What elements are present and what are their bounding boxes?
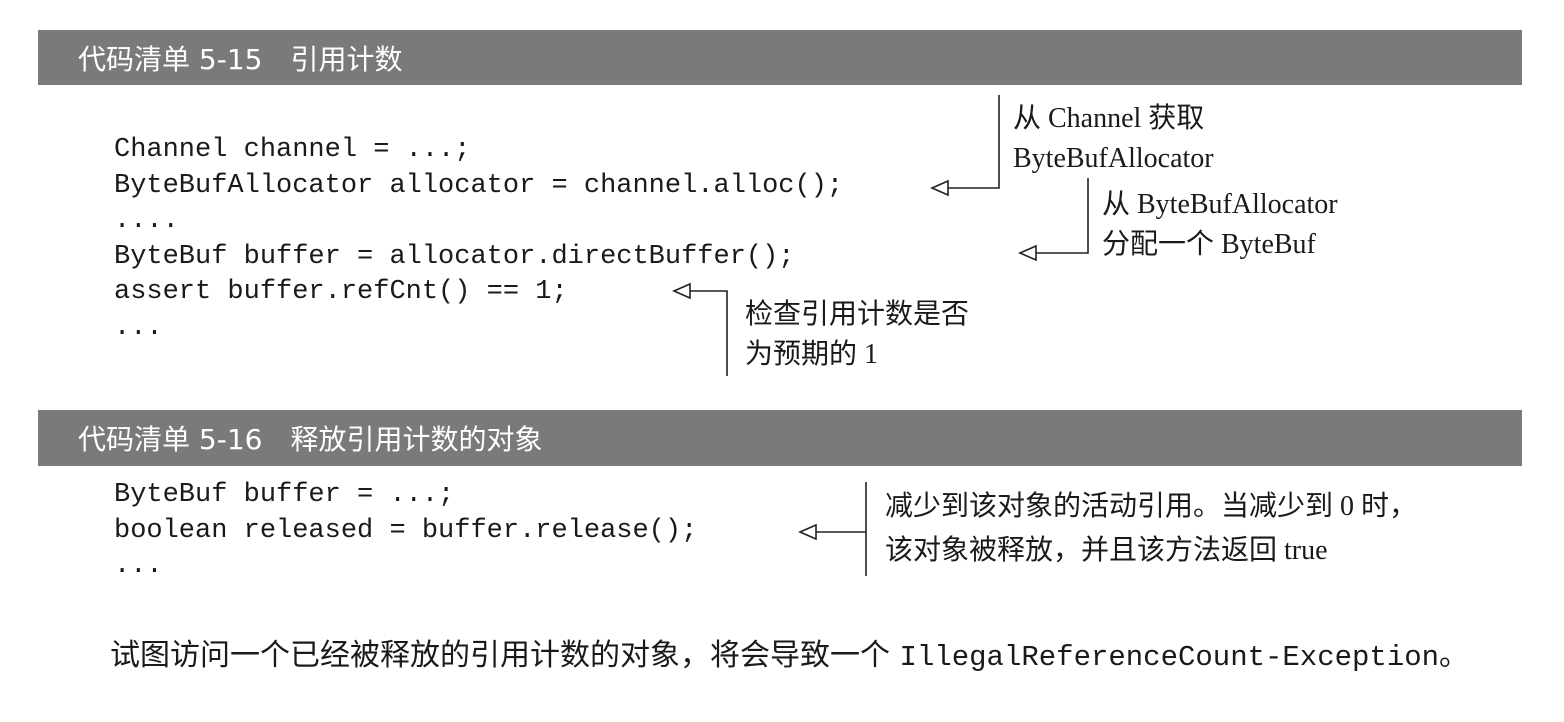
annotation-line: 为预期的 1	[745, 339, 879, 370]
code-line: assert buffer.refCnt() == 1;	[114, 277, 568, 307]
exception-name: IllegalReferenceCount-Exception	[899, 641, 1440, 674]
callout-line-1	[948, 95, 1000, 189]
arrow-head-icon	[930, 179, 949, 197]
code-line: ByteBufAllocator allocator = channel.all…	[114, 170, 844, 201]
annotation-line: 该对象被释放，并且该方法返回 true	[885, 535, 1328, 566]
annotation-line: 减少到该对象的活动引用。当减少到 0 时，	[885, 491, 1418, 522]
callout-line-2	[1036, 178, 1089, 254]
code-line: Channel channel = ...;	[114, 135, 471, 165]
code-line: ....	[114, 206, 179, 236]
annotation-check-refcnt: 检查引用计数是否 为预期的 1	[745, 295, 969, 375]
code-line: ...	[114, 312, 163, 343]
code-line: ByteBuf buffer = ...;	[114, 480, 455, 510]
annotation-line: 检查引用计数是否	[745, 299, 970, 330]
body-paragraph: 试图访问一个已经被释放的引用计数的对象，将会导致一个 IllegalRefere…	[44, 628, 1524, 686]
annotation-line: 从 ByteBufAllocator	[1102, 189, 1338, 220]
listing-title-5-16: 代码清单 5-16 释放引用计数的对象	[38, 410, 1522, 466]
annotation-line: 从 Channel 获取	[1013, 103, 1205, 134]
code-line: ...	[114, 551, 163, 581]
annotation-line: 分配一个 ByteBuf	[1102, 229, 1316, 260]
paragraph-text-end: 。	[1439, 638, 1470, 673]
listing-title-5-15: 代码清单 5-15 引用计数	[38, 30, 1522, 85]
code-line: ByteBuf buffer = allocator.directBuffer(…	[114, 241, 795, 272]
code-block-5-15: Channel channel = ...; ByteBufAllocator a…	[114, 133, 843, 346]
arrow-head-icon	[1018, 244, 1037, 262]
annotation-channel-alloc: 从 Channel 获取 ByteBufAllocator	[1013, 99, 1214, 179]
annotation-allocate-bytebuf: 从 ByteBufAllocator 分配一个 ByteBuf	[1102, 185, 1338, 265]
code-line: boolean released = buffer.release();	[114, 515, 698, 546]
code-block-5-16: ByteBuf buffer = ...; boolean released = …	[114, 478, 697, 585]
paragraph-text: 试图访问一个已经被释放的引用计数的对象，将会导致一个	[110, 638, 900, 673]
arrow-head-icon	[798, 523, 817, 541]
annotation-release: 减少到该对象的活动引用。当减少到 0 时， 该对象被释放，并且该方法返回 tru…	[885, 485, 1417, 573]
annotation-line: ByteBufAllocator	[1013, 143, 1214, 174]
